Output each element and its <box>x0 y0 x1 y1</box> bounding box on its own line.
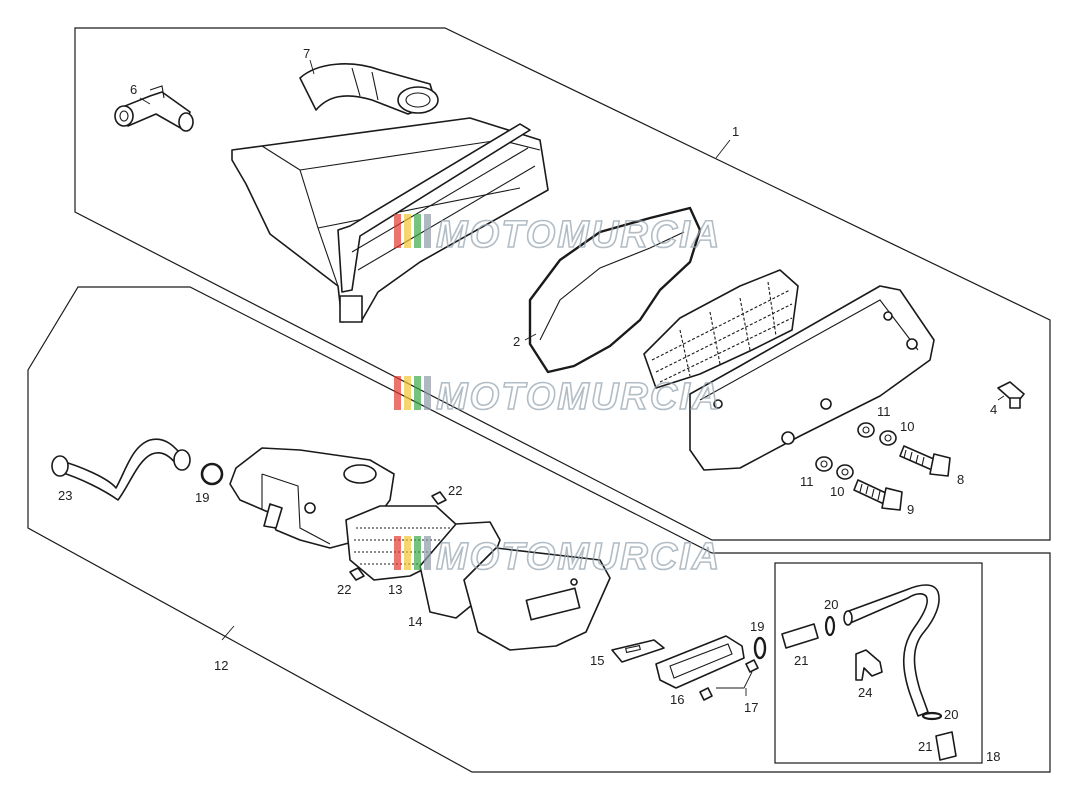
svg-text:MOTOMURCIA: MOTOMURCIA <box>436 214 721 256</box>
callout-10-upper: 10 <box>900 419 914 434</box>
callout-22-upper: 22 <box>448 483 462 498</box>
callout-22-lower: 22 <box>337 582 351 597</box>
callout-11-lower: 11 <box>800 474 814 489</box>
callout-19-left: 19 <box>195 490 209 505</box>
air-box-body-part <box>231 117 549 323</box>
callout-6: 6 <box>130 82 137 97</box>
callout-12: 12 <box>214 658 228 673</box>
watermark-bottom: MOTOMURCIA <box>394 535 721 579</box>
callout-16: 16 <box>670 692 684 707</box>
valve-block-part <box>655 635 745 689</box>
long-hose-part <box>843 584 940 717</box>
callout-14: 14 <box>408 614 422 629</box>
reed-cover-plate-part <box>463 547 611 651</box>
callout-19-right: 19 <box>750 619 764 634</box>
callout-20-lower: 20 <box>944 707 958 722</box>
callout-8: 8 <box>957 472 964 487</box>
screw-part-22-upper <box>431 491 447 505</box>
callout-15: 15 <box>590 653 604 668</box>
callout-17: 17 <box>744 700 758 715</box>
callout-labels: 1 2 4 6 7 8 9 10 10 11 11 12 13 14 15 16… <box>58 46 1000 764</box>
callout-10-lower: 10 <box>830 484 844 499</box>
hose-sleeve-upper <box>781 623 819 649</box>
watermark-middle: MOTOMURCIA <box>394 375 721 419</box>
hose-clamp-left <box>200 462 224 486</box>
washer-set-lower <box>815 456 854 480</box>
callout-4: 4 <box>990 402 997 417</box>
filter-cover-part <box>689 285 935 471</box>
watermark-top: MOTOMURCIA <box>394 213 721 257</box>
gasket-part <box>528 206 702 374</box>
bolt-part-8 <box>899 445 951 477</box>
callout-18: 18 <box>986 749 1000 764</box>
callout-13: 13 <box>388 582 402 597</box>
svg-text:MOTOMURCIA: MOTOMURCIA <box>436 376 721 418</box>
callout-7: 7 <box>303 46 310 61</box>
leader-lines <box>139 59 1005 696</box>
elbow-fitting-part <box>114 85 194 132</box>
callout-20-upper: 20 <box>824 597 838 612</box>
callout-21-upper: 21 <box>794 653 808 668</box>
filter-element-part <box>643 269 799 389</box>
bracket-part <box>855 649 883 681</box>
ring-part-lower <box>921 711 943 721</box>
callout-21-lower: 21 <box>918 739 932 754</box>
callout-2: 2 <box>513 334 520 349</box>
ring-part-upper <box>824 615 836 637</box>
plate-part-15 <box>611 639 665 663</box>
hose-sleeve-lower <box>935 731 957 761</box>
hose-clamp-right <box>753 636 767 660</box>
washer-set-upper <box>857 422 897 446</box>
callout-23: 23 <box>58 488 72 503</box>
svg-text:MOTOMURCIA: MOTOMURCIA <box>436 536 721 578</box>
intake-duct-part <box>299 63 439 115</box>
screw-part-22-lower <box>349 567 365 581</box>
callout-1: 1 <box>732 124 739 139</box>
secondary-air-pipe-part <box>51 438 191 501</box>
callout-24: 24 <box>858 685 872 700</box>
callout-9: 9 <box>907 502 914 517</box>
screw-part-17 <box>699 659 759 701</box>
cap-screw-part <box>997 381 1025 409</box>
bolt-part-9 <box>853 479 903 511</box>
callout-11-upper: 11 <box>877 404 891 419</box>
